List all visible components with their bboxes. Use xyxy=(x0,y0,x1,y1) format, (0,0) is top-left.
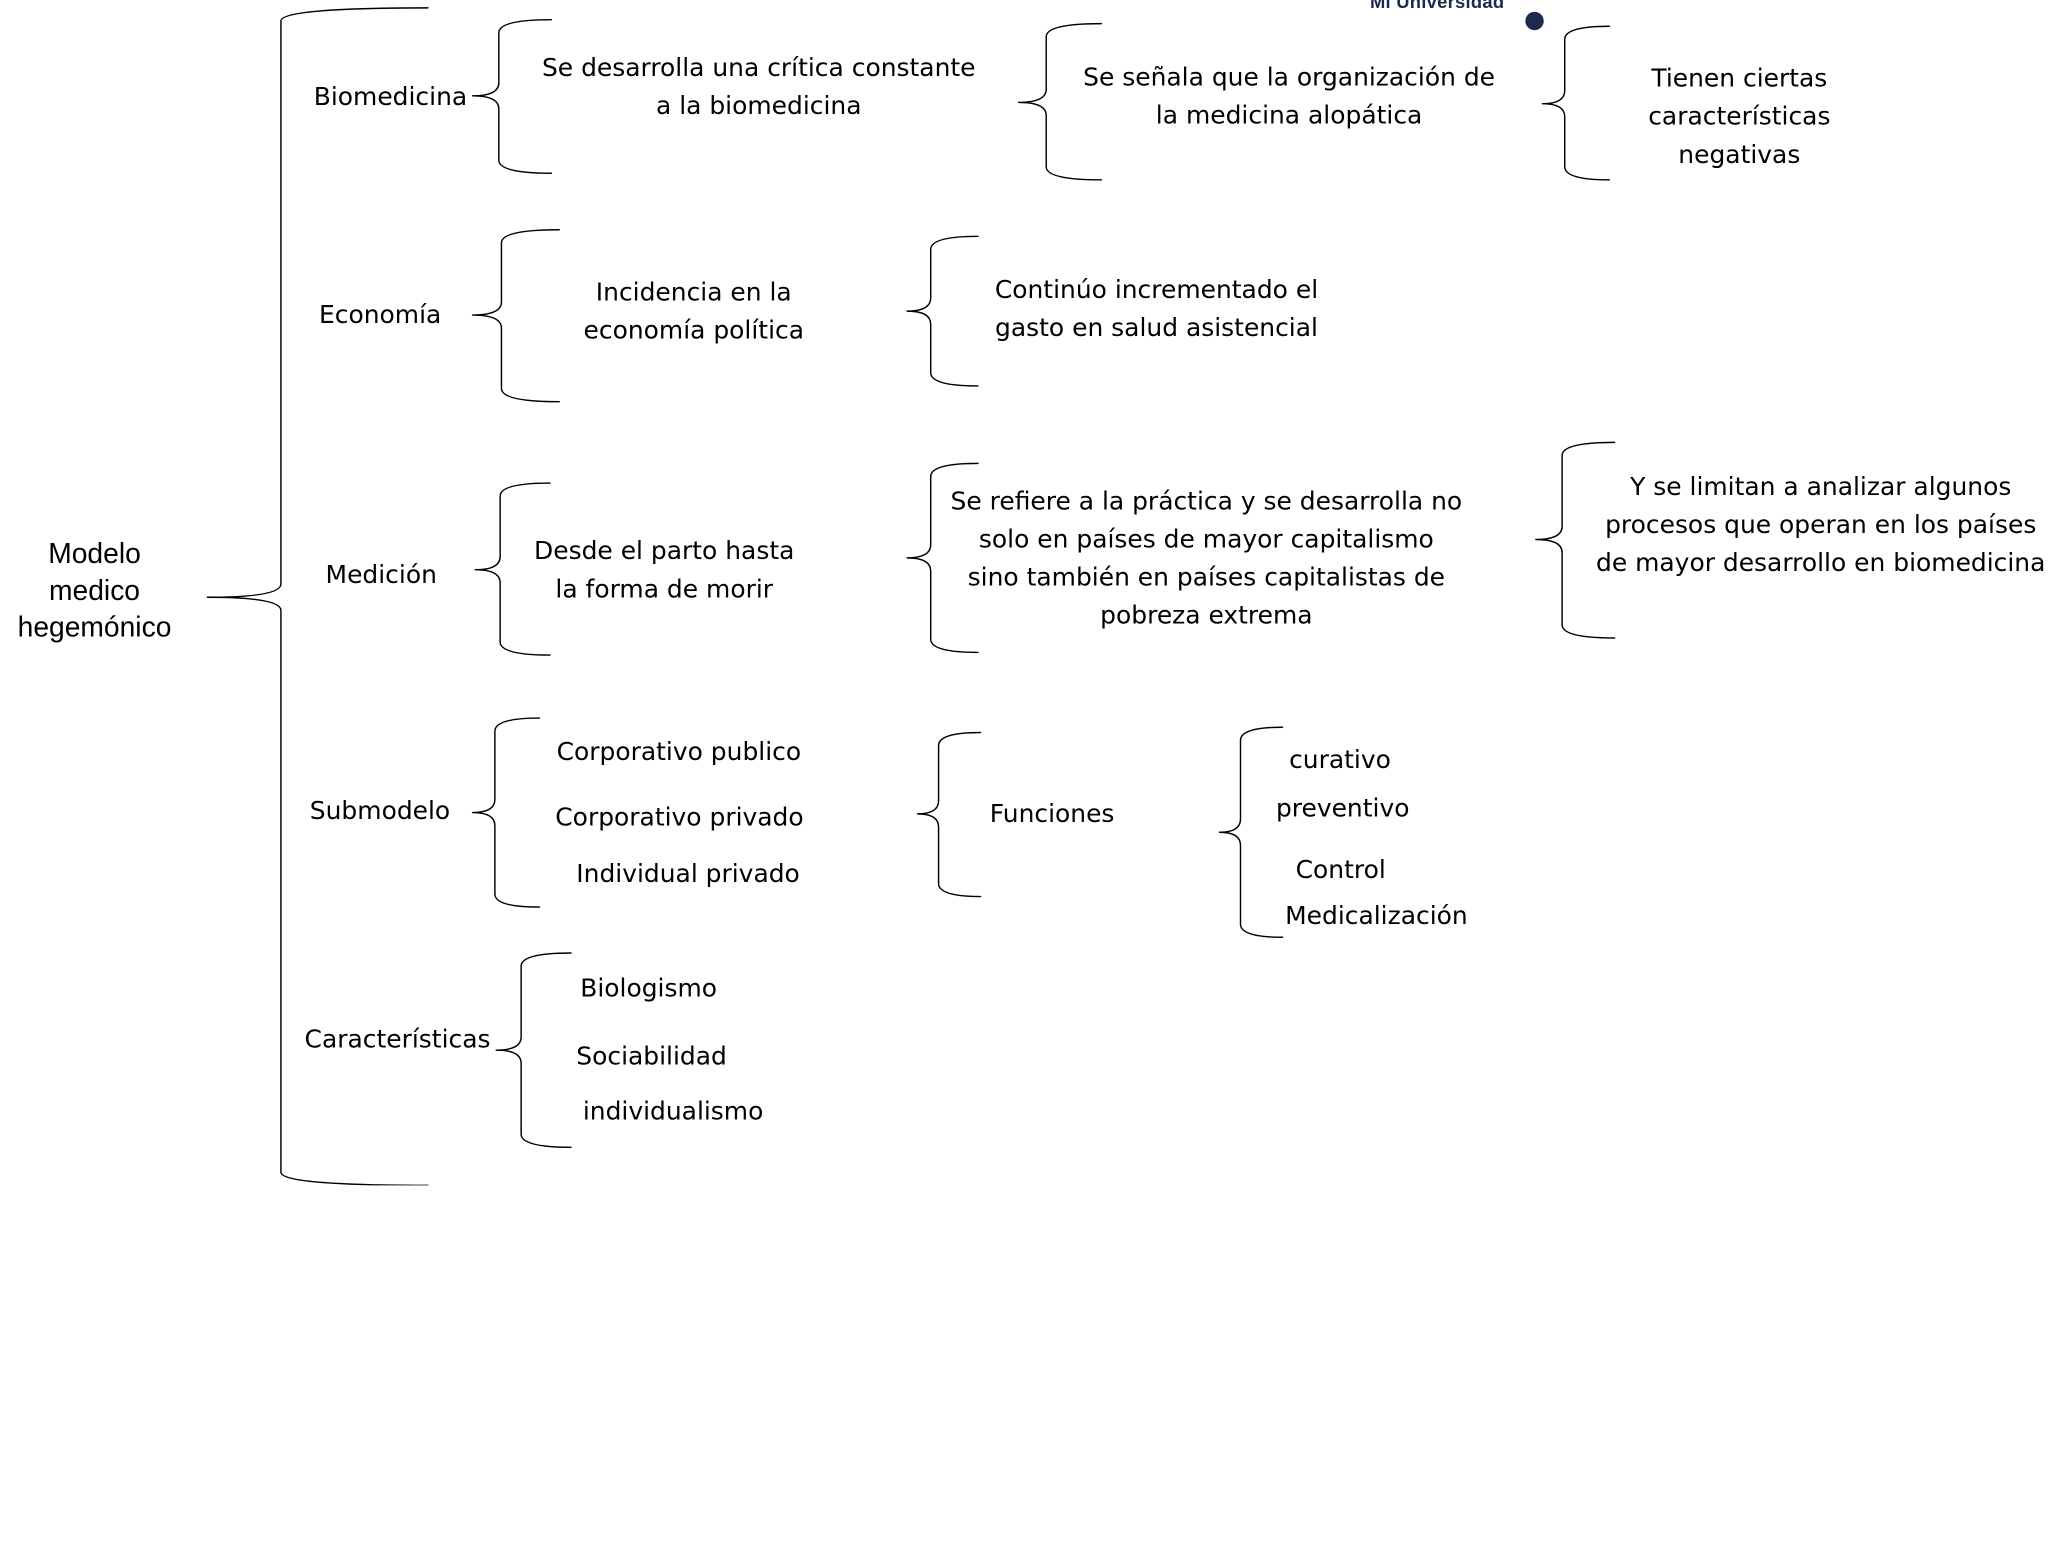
biomedicina-item-1: Se desarrolla una crítica constante a la… xyxy=(541,53,976,121)
funcion-item: preventivo xyxy=(1275,794,1410,824)
submodelo-type: Corporativo privado xyxy=(555,803,804,833)
root-label: Modelo medico hegemónico xyxy=(17,538,172,644)
medicion-item-3: Y se limitan a analizar algunos procesos… xyxy=(1595,472,2046,578)
medicion-item-2: Se refiere a la práctica y se desarrolla… xyxy=(950,487,1463,631)
biomedicina-item-2: Se señala que la organización de la medi… xyxy=(1083,63,1496,130)
branch-caracteristicas: Características xyxy=(304,1025,491,1055)
funcion-item: curativo xyxy=(1289,745,1391,775)
branch-submodelo: Submodelo xyxy=(309,796,451,826)
logo-text: Mi Universidad xyxy=(1369,0,1505,12)
submodelo-brace xyxy=(471,717,541,908)
caracteristica-item: Sociabilidad xyxy=(576,1042,727,1072)
funciones-label: Funciones xyxy=(989,799,1115,829)
submodelo-type: Corporativo publico xyxy=(556,737,802,767)
funcion-item: Control xyxy=(1295,855,1386,885)
root-brace xyxy=(206,7,429,1186)
caracteristica-item: Biologismo xyxy=(580,974,718,1003)
branch-medicion: Medición xyxy=(325,560,437,590)
caracteristica-item: individualismo xyxy=(582,1097,764,1127)
funciones-brace xyxy=(916,731,982,898)
economia-item-2: Continúo incrementado el gasto en salud … xyxy=(994,275,1319,343)
submodelo-type: Individual privado xyxy=(576,859,800,889)
economia-item-1: Incidencia en la economía política xyxy=(583,278,805,346)
branch-economia: Economía xyxy=(318,300,442,330)
funcion-item: Medicalización xyxy=(1285,901,1468,931)
logo-dot xyxy=(1525,11,1544,31)
branch-biomedicina: Biomedicina xyxy=(313,82,468,112)
biomedicina-item-3: Tienen ciertas características negativas xyxy=(1648,64,1831,170)
medicion-item-1: Desde el parto hasta la forma de morir xyxy=(534,536,795,604)
funcion-list-brace xyxy=(1218,726,1284,938)
caracteristicas-brace xyxy=(495,952,572,1149)
